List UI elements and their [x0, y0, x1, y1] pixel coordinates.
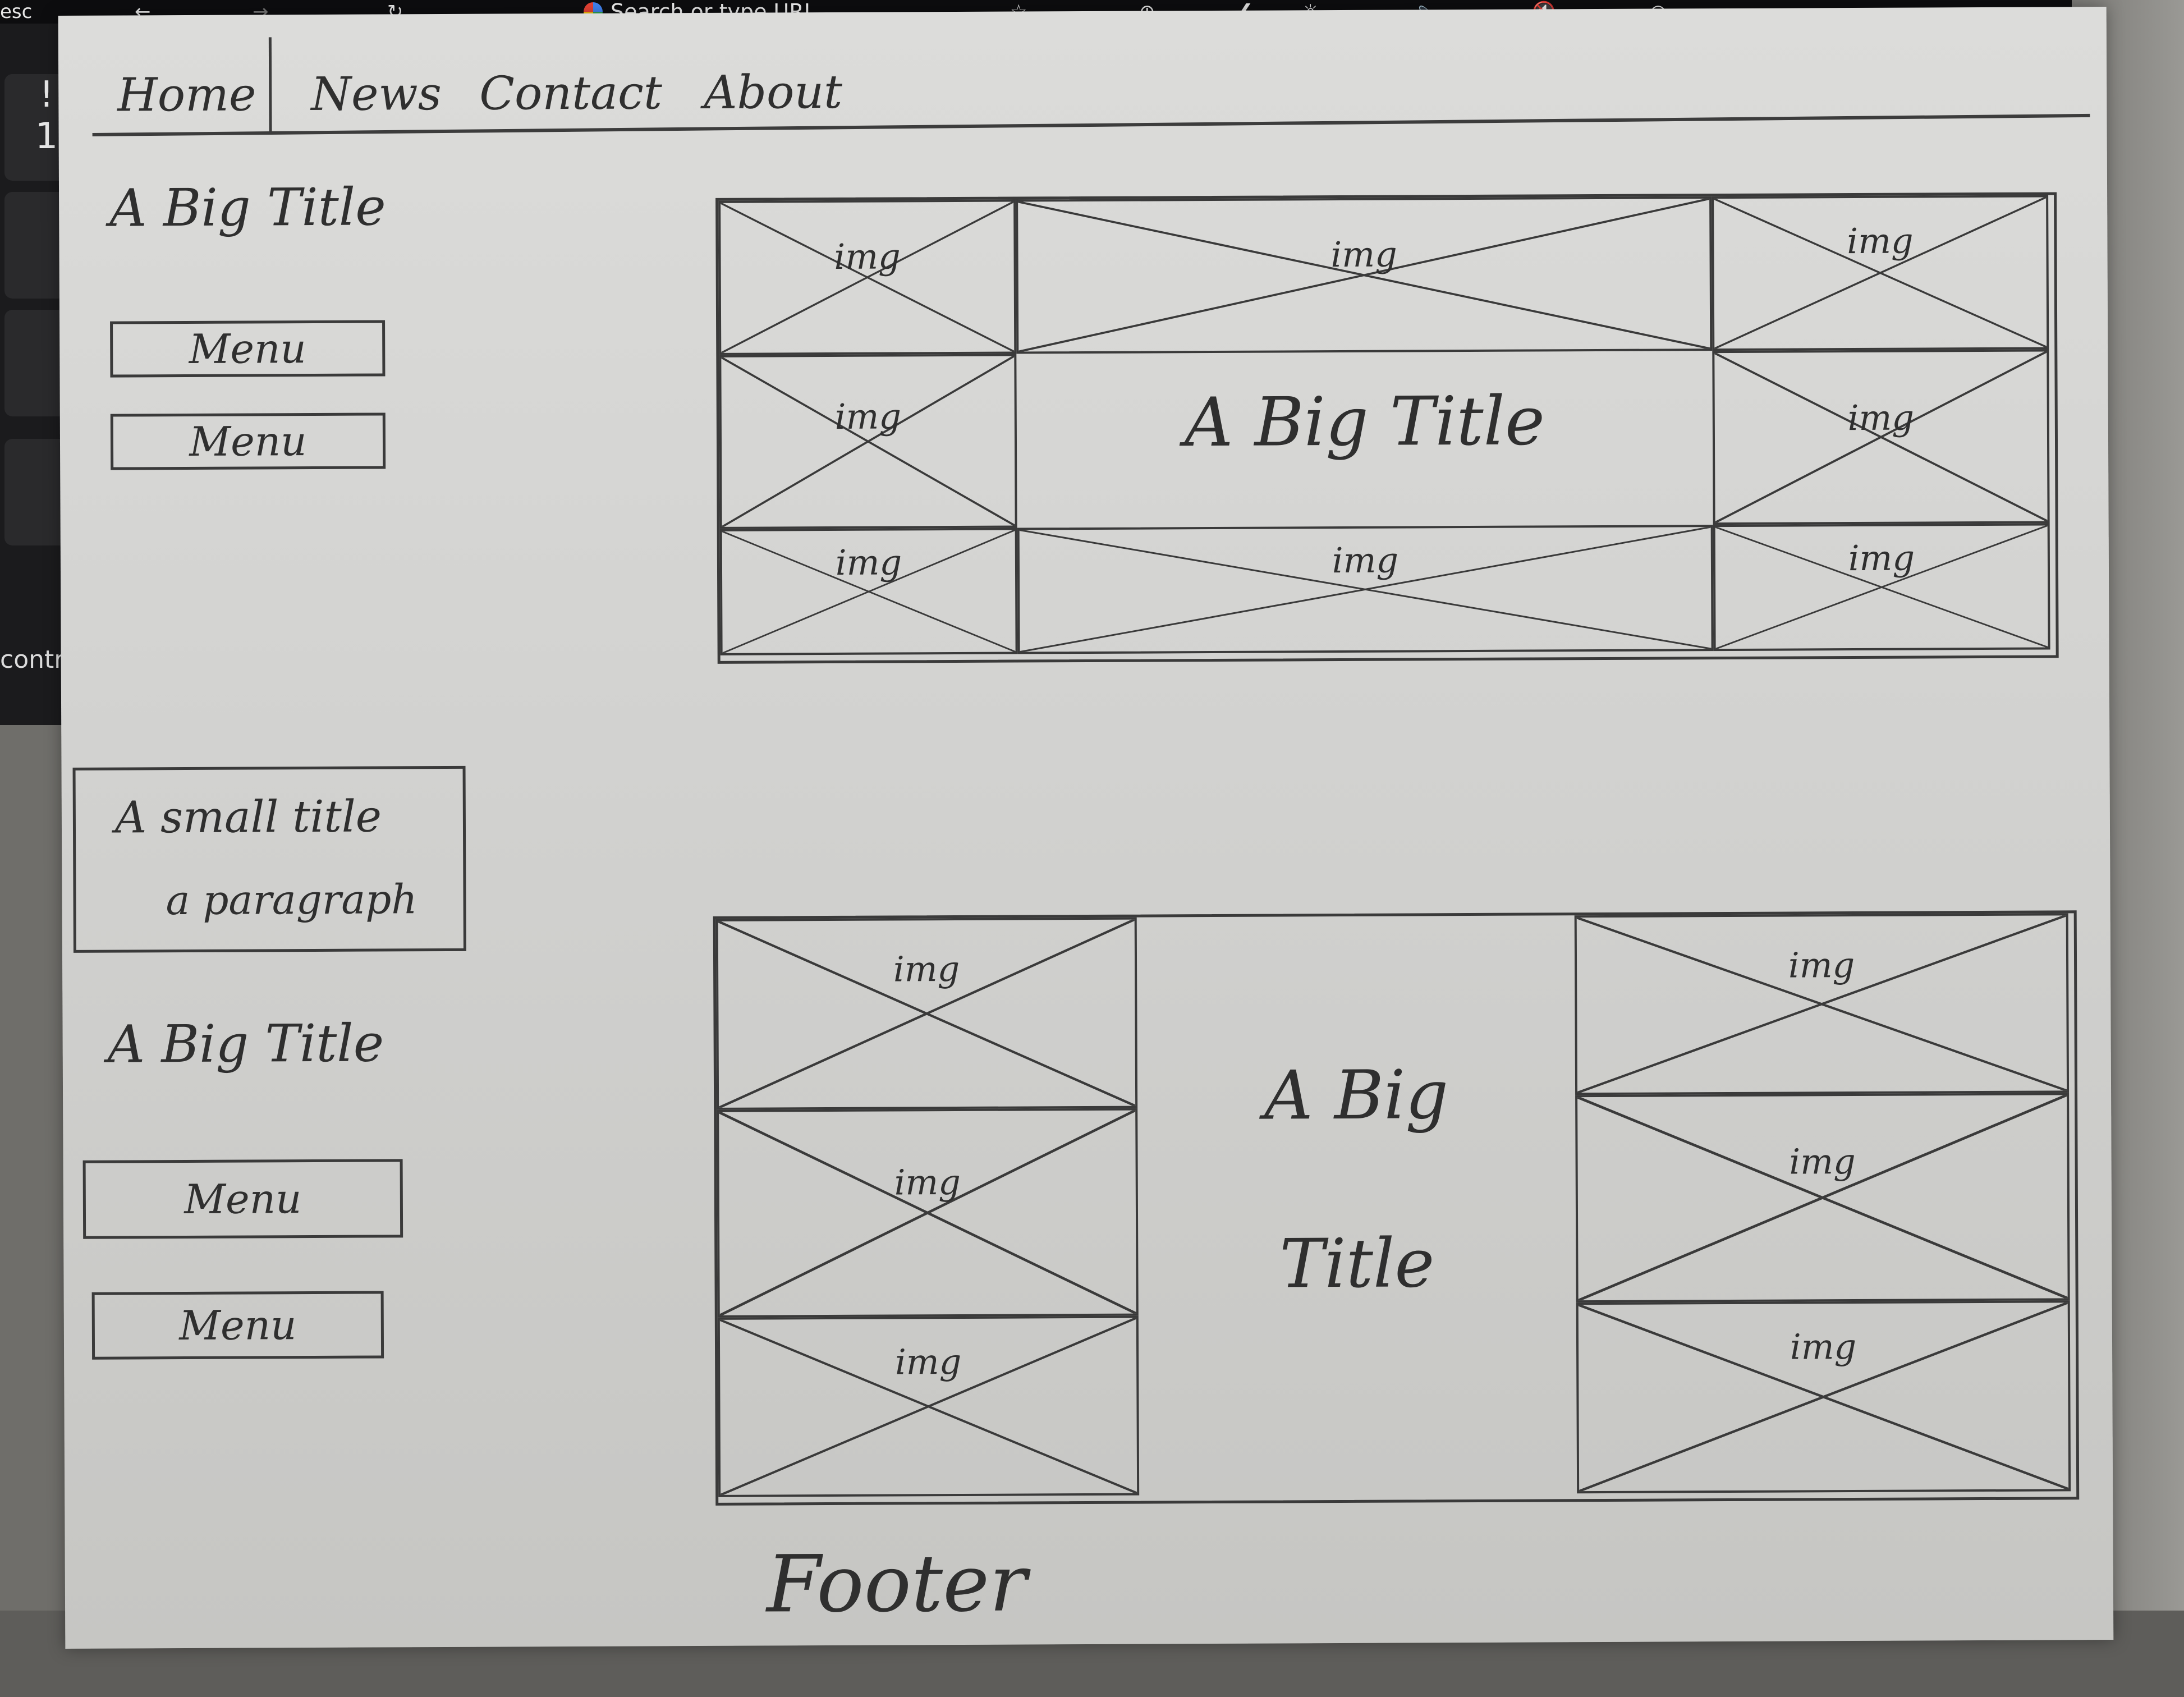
image-label: img	[1790, 1326, 1857, 1368]
sidebar-menu-button[interactable]: Menu	[91, 1291, 384, 1360]
small-title-card: A small title a paragraph	[72, 765, 466, 953]
image-label: img	[893, 948, 960, 990]
image-placeholder: img	[718, 199, 1017, 355]
nav-separator	[268, 37, 272, 133]
sidebar-menu-button[interactable]: Menu	[82, 1159, 403, 1239]
image-placeholder: img	[1712, 349, 2050, 525]
image-placeholder: img	[1016, 196, 1713, 354]
image-placeholder: img	[1575, 1093, 2070, 1303]
grid-center-title: A Big Title	[1184, 382, 1545, 462]
nav-about[interactable]: About	[704, 65, 843, 120]
image-placeholder: img	[715, 917, 1138, 1110]
bottom-image-grid: img img img A Big Title img img img	[713, 910, 2080, 1506]
image-label: img	[835, 542, 902, 583]
image-label: img	[894, 1161, 961, 1203]
sidebar-menu-button[interactable]: Menu	[110, 412, 386, 470]
key-1-label: 1	[35, 116, 58, 157]
image-label: img	[1789, 1141, 1856, 1182]
image-placeholder: img	[719, 354, 1017, 529]
grid-center-title-line2: Title	[1279, 1224, 1435, 1304]
image-placeholder: img	[1574, 913, 2070, 1095]
image-label: img	[1848, 537, 1915, 579]
image-label: img	[1330, 233, 1397, 276]
image-placeholder: img	[1713, 523, 2050, 652]
top-image-grid: img img img img A Big Title img img img	[715, 192, 2059, 664]
image-placeholder: img	[717, 1108, 1139, 1318]
sidebar-big-title: A Big Title	[109, 177, 386, 239]
nav-home[interactable]: Home	[117, 68, 256, 122]
footer-text: Footer	[766, 1538, 1027, 1631]
nav-news[interactable]: News	[311, 67, 442, 122]
sidebar-menu-button[interactable]: Menu	[110, 320, 386, 378]
image-label: img	[1847, 220, 1914, 262]
card-title: A small title	[114, 791, 382, 843]
esc-key[interactable]: esc	[0, 1, 33, 23]
image-label: img	[894, 1341, 962, 1383]
nav-contact[interactable]: Contact	[479, 66, 663, 121]
key-1-shift-label: !	[39, 74, 54, 116]
image-label: img	[1847, 397, 1915, 439]
image-label: img	[1332, 539, 1399, 581]
sidebar-big-title: A Big Title	[107, 1013, 384, 1075]
card-paragraph: a paragraph	[166, 875, 417, 924]
grid-center-title-line1: A Big	[1264, 1056, 1449, 1135]
image-placeholder: img	[1576, 1300, 2071, 1494]
image-placeholder: img	[1712, 195, 2049, 351]
image-placeholder: img	[717, 1315, 1140, 1497]
image-label: img	[834, 236, 901, 277]
image-placeholder: img	[1017, 525, 1714, 654]
image-label: img	[834, 396, 902, 437]
control-key-label: contr	[0, 645, 65, 674]
wireframe-paper: Home News Contact About A Big Title Menu…	[58, 7, 2114, 1649]
image-label: img	[1788, 944, 1855, 986]
image-placeholder: img	[719, 528, 1018, 655]
